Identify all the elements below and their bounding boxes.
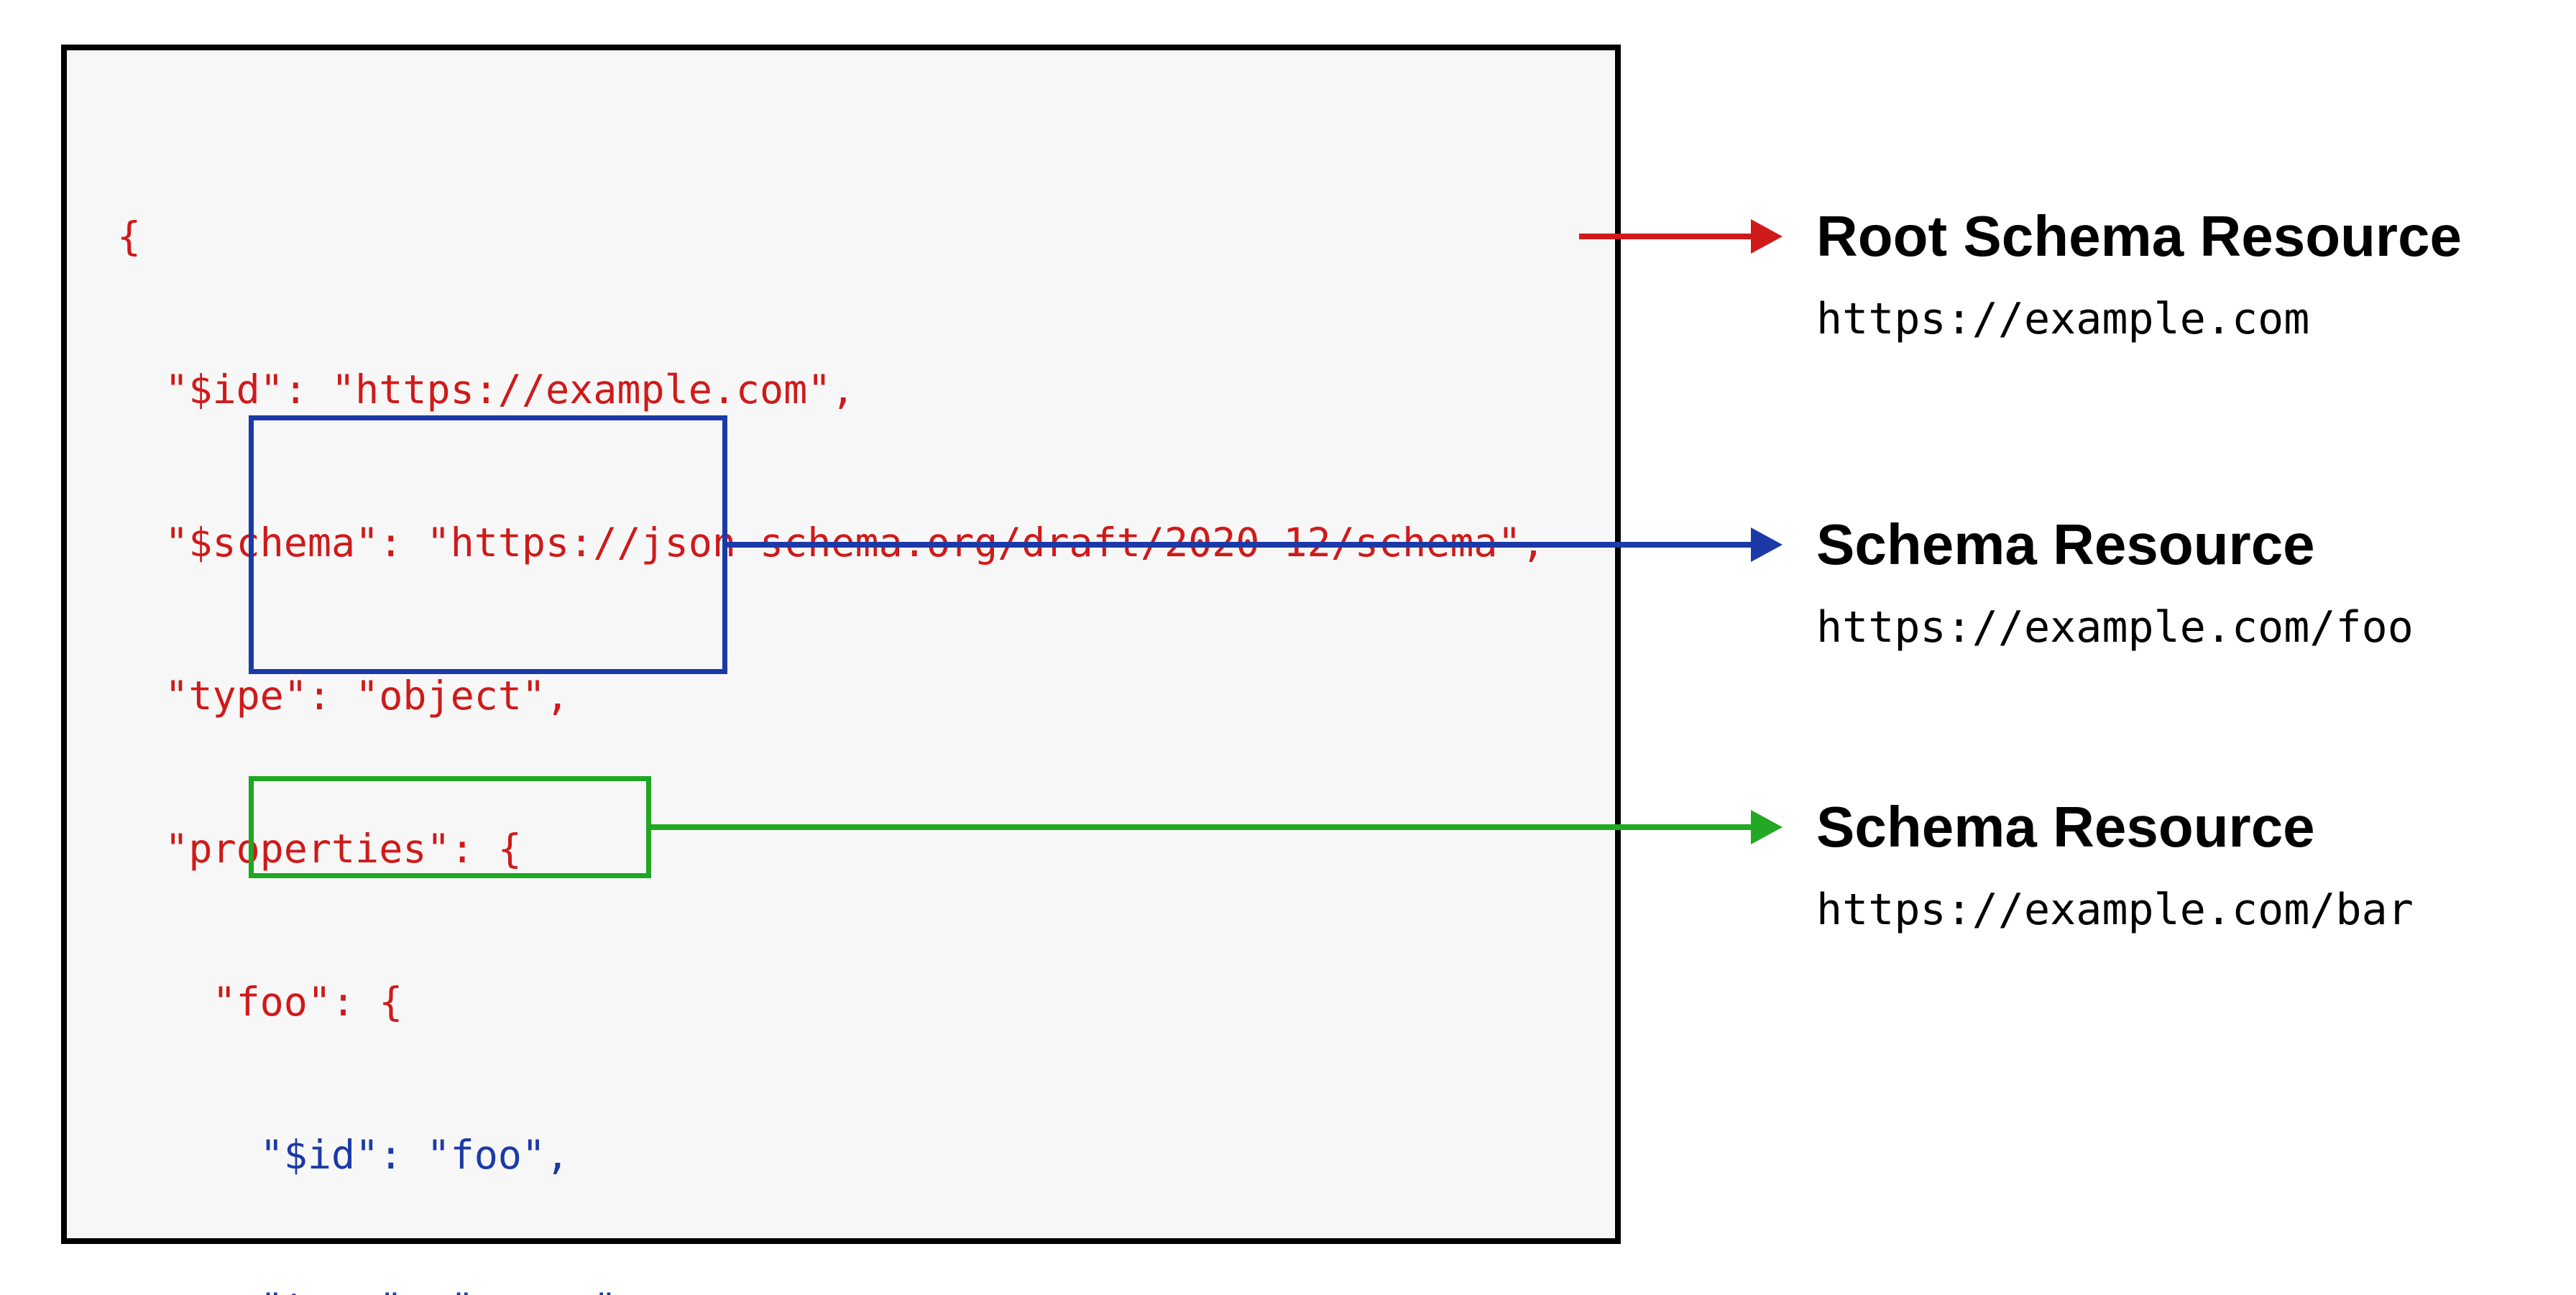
annotation-title: Root Schema Resource (1816, 204, 2462, 268)
code-line: "foo": { (117, 979, 403, 1025)
arrow-head-icon (1751, 527, 1782, 562)
foo-schema-resource-box (249, 415, 727, 674)
annotation-url: https://example.com (1816, 294, 2310, 344)
arrow-head-icon (1751, 810, 1782, 844)
annotation-url: https://example.com/foo (1816, 602, 2414, 653)
code-line: "type": "array", (117, 1283, 1545, 1295)
annotation-title: Schema Resource (1816, 795, 2315, 859)
arrow-head-icon (1751, 219, 1782, 254)
code-line: "type": "object", (117, 673, 570, 719)
code-line: "$id": "foo", (117, 1132, 570, 1178)
annotation-url: https://example.com/bar (1816, 885, 2414, 935)
arrow-shaft (727, 542, 1754, 548)
code-line: { (117, 213, 142, 259)
annotation-foo-schema: Schema Resource https://example.com/foo (1816, 512, 2414, 653)
arrow-shaft (1579, 234, 1754, 239)
code-line: "$id": "https://example.com", (117, 367, 855, 413)
arrow-shaft (651, 824, 1754, 830)
schema-code-panel (61, 45, 1621, 1244)
annotation-title: Schema Resource (1816, 512, 2315, 576)
annotation-bar-schema: Schema Resource https://example.com/bar (1816, 794, 2414, 935)
schema-code: { "$id": "https://example.com", "$schema… (117, 109, 1545, 1295)
bar-schema-resource-box (249, 776, 651, 878)
code-line: "properties": { (117, 826, 522, 872)
annotation-root-schema: Root Schema Resource https://example.com (1816, 203, 2462, 344)
